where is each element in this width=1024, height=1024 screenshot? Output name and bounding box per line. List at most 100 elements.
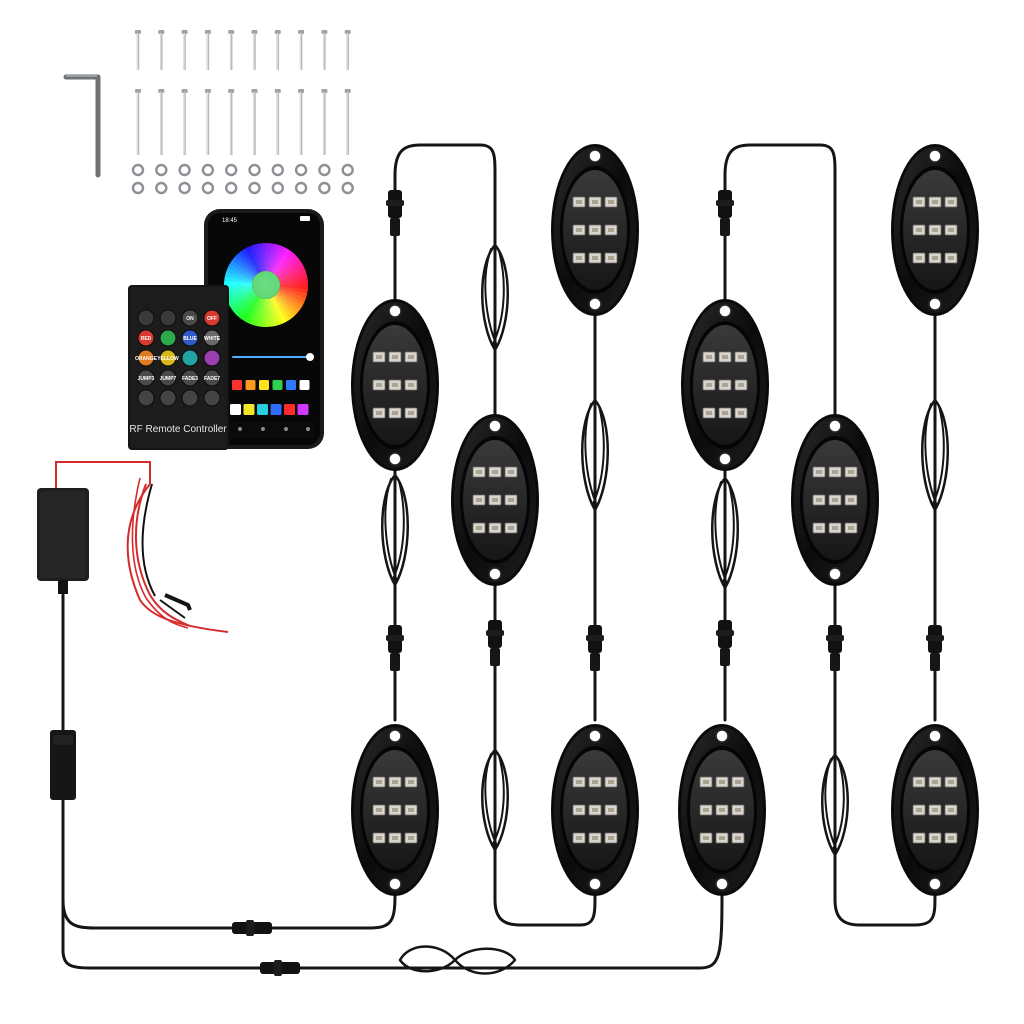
mic-icon[interactable] — [261, 427, 265, 431]
waterproof-connector — [716, 190, 734, 236]
screw-set — [131, 30, 354, 195]
remote-button[interactable]: RED — [137, 329, 155, 347]
rock-light-pod — [678, 724, 766, 896]
remote-button[interactable]: BLUE — [181, 329, 199, 347]
waterproof-connector — [486, 620, 504, 666]
remote-button-label: ORANGE — [135, 356, 158, 362]
swatch[interactable] — [299, 380, 310, 390]
color-wheel[interactable] — [223, 242, 309, 328]
screw — [181, 30, 188, 70]
screw — [228, 30, 235, 70]
remote-button[interactable] — [203, 349, 221, 367]
remote-button[interactable] — [159, 329, 177, 347]
settings-icon[interactable] — [306, 427, 310, 431]
rock-light-pod — [891, 144, 979, 316]
remote-button-label: JUMP7 — [160, 376, 177, 382]
remote-button[interactable] — [137, 389, 155, 407]
remote-button[interactable] — [137, 309, 155, 327]
remote-button[interactable] — [203, 389, 221, 407]
swatch[interactable] — [257, 404, 268, 415]
screw — [321, 89, 328, 155]
rock-light-pod — [681, 299, 769, 471]
nut — [201, 163, 215, 177]
nut — [155, 163, 168, 177]
nut — [155, 181, 168, 195]
rock-light-pod — [451, 414, 539, 586]
nut — [271, 163, 284, 177]
remote-button[interactable]: OFF — [203, 309, 221, 327]
swatch[interactable] — [245, 380, 256, 390]
nut — [318, 163, 331, 177]
nut — [178, 163, 191, 177]
rock-light-pod — [351, 299, 439, 471]
y-splitter — [50, 730, 76, 800]
remote-button-label: OFF — [207, 316, 217, 322]
swatch[interactable] — [297, 404, 309, 415]
swatch[interactable] — [230, 404, 241, 415]
slider-handle[interactable] — [306, 353, 314, 361]
swatch[interactable] — [284, 404, 295, 415]
remote-button[interactable] — [159, 389, 177, 407]
waterproof-connector — [716, 620, 734, 666]
waterproof-connector — [260, 960, 300, 976]
screw — [251, 30, 258, 70]
nut — [294, 163, 308, 177]
screw — [158, 89, 165, 155]
cable-layout — [50, 143, 949, 976]
rock-light-pod — [791, 414, 879, 586]
nut — [248, 181, 261, 195]
nut — [224, 163, 238, 177]
remote-button[interactable] — [159, 309, 177, 327]
rock-light-pod — [551, 724, 639, 896]
remote-button[interactable] — [181, 389, 199, 407]
screw — [344, 30, 351, 70]
nut — [318, 181, 331, 195]
swatch[interactable] — [272, 380, 283, 390]
remote-button[interactable]: YELLOW — [157, 349, 179, 367]
swatch[interactable] — [243, 404, 255, 415]
swatch[interactable] — [270, 404, 282, 415]
nut — [341, 163, 354, 177]
color-swatches[interactable] — [230, 380, 310, 415]
screw — [204, 89, 211, 155]
nut — [178, 181, 191, 195]
remote-button[interactable]: WHITE — [203, 329, 221, 347]
remote-button-label: BLUE — [183, 336, 197, 342]
remote-button[interactable]: ORANGE — [135, 349, 158, 367]
waterproof-connector — [386, 625, 404, 671]
remote-button[interactable]: ON — [181, 309, 199, 327]
nut — [271, 181, 284, 195]
swatch[interactable] — [232, 380, 242, 390]
music-icon[interactable] — [284, 427, 288, 431]
nut — [201, 181, 215, 195]
remote-button[interactable]: JUMP7 — [159, 369, 177, 387]
smartphone: 18:45 — [204, 209, 324, 449]
remote-label: RF Remote Controller — [129, 424, 227, 435]
swatch[interactable] — [259, 380, 269, 390]
home-icon[interactable] — [238, 427, 242, 431]
remote-button[interactable]: FADE7 — [203, 369, 221, 387]
screw — [344, 89, 351, 155]
nut — [294, 181, 308, 195]
swatch[interactable] — [286, 380, 296, 390]
remote-button[interactable]: FADE3 — [181, 369, 199, 387]
remote-button-label: JUMP3 — [138, 376, 155, 382]
battery-icon — [300, 216, 310, 221]
remote-button[interactable] — [181, 349, 199, 367]
nut — [131, 181, 145, 195]
screw — [298, 89, 305, 155]
screw — [158, 30, 165, 70]
rock-light-pod — [891, 724, 979, 896]
nut — [341, 181, 354, 195]
app-nav-bar — [214, 422, 314, 438]
rock-light-pod — [551, 144, 639, 316]
light-pods — [351, 144, 979, 896]
waterproof-connector — [586, 625, 604, 671]
screw — [181, 89, 188, 155]
status-time: 18:45 — [222, 218, 238, 224]
remote-button[interactable]: JUMP3 — [137, 369, 155, 387]
brightness-slider[interactable] — [232, 356, 312, 358]
remote-button-label: RED — [141, 336, 152, 342]
screw — [251, 89, 258, 155]
